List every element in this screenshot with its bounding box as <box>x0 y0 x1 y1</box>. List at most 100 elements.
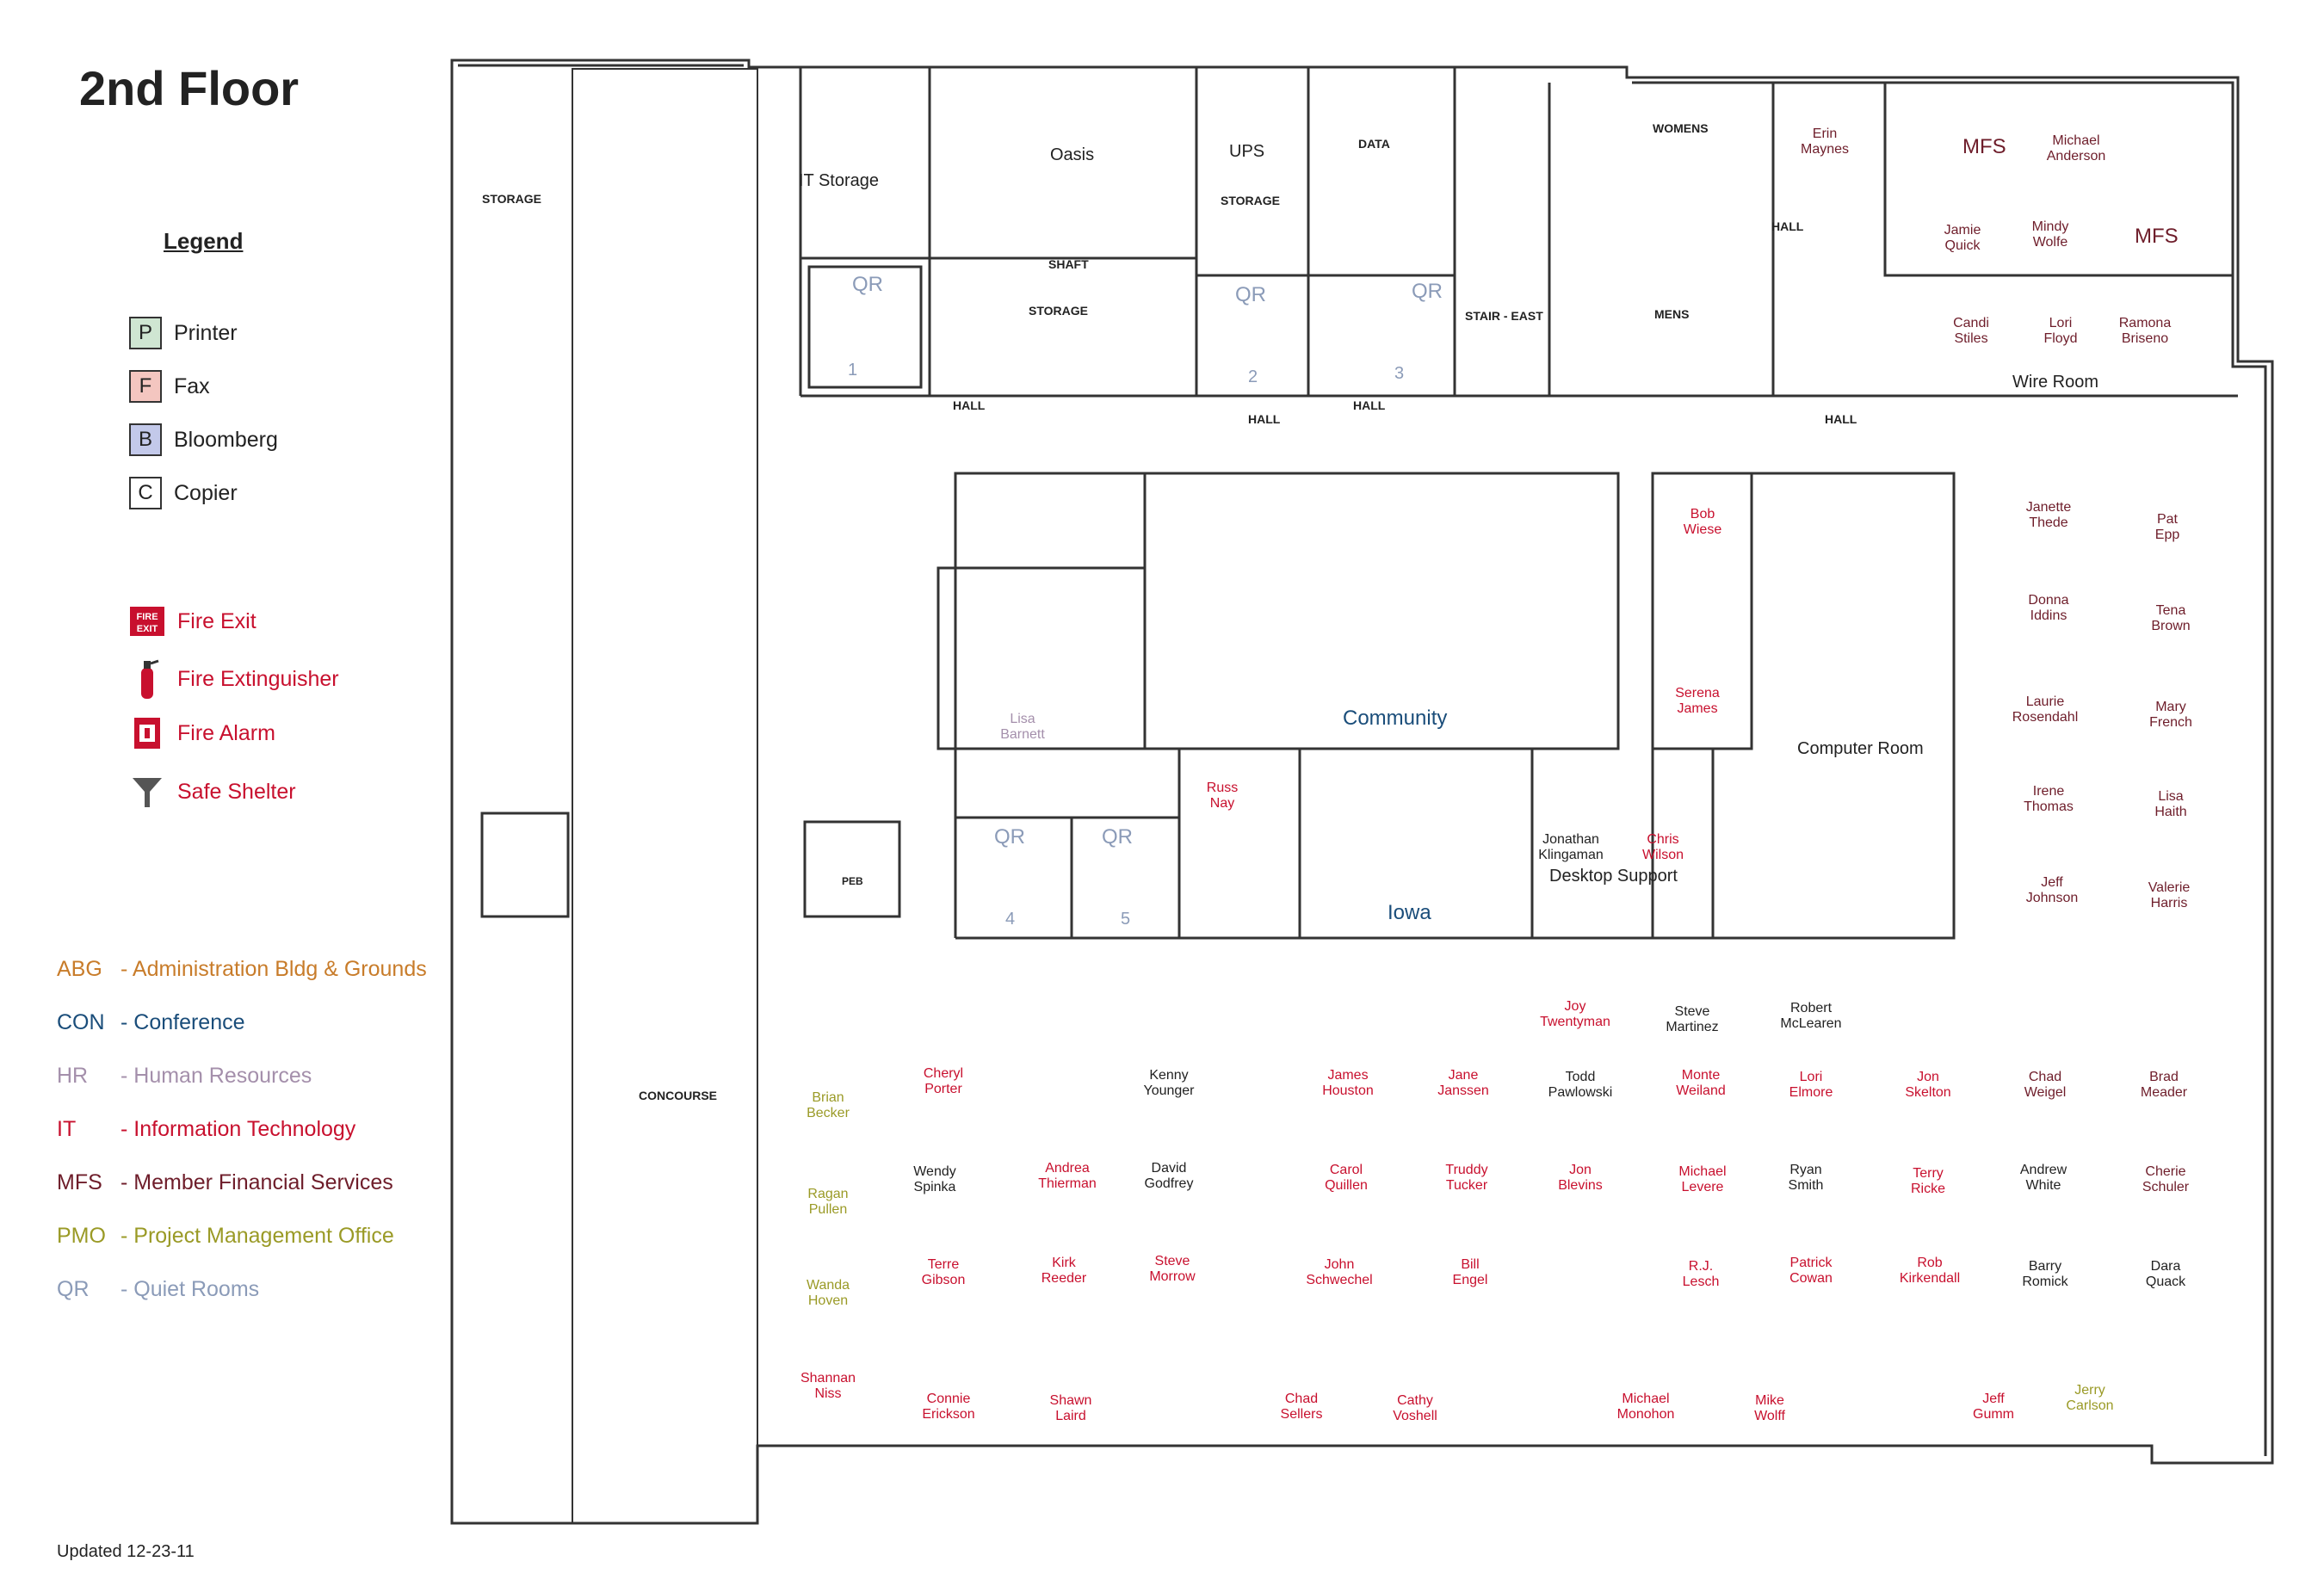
room-labels: STORAGE IT Storage Oasis UPS STORAGE DAT… <box>482 121 2179 1102</box>
dept-abbr: PMO <box>57 1224 106 1248</box>
legend-label: Printer <box>174 320 238 345</box>
legend-printer: P Printer <box>129 317 238 349</box>
legend-heading: Legend <box>164 228 244 254</box>
legend-dept-qr: QR - Quiet Rooms <box>57 1277 259 1302</box>
dept-label: - Member Financial Services <box>121 1170 393 1194</box>
legend-label: Fax <box>174 373 210 398</box>
room-hall-3: HALL <box>1353 398 1386 412</box>
page-title: 2nd Floor <box>79 61 300 115</box>
printer-icon: P <box>129 317 162 349</box>
fire-alarm-icon <box>134 718 160 749</box>
legend-dept-hr: HR- Human Resources <box>57 1064 312 1089</box>
room-shaft: SHAFT <box>1048 257 1089 271</box>
room-mens: MENS <box>1654 307 1689 321</box>
legend-label: Copier <box>174 480 238 505</box>
room-community: Community <box>1343 707 1447 730</box>
legend-safe-shelter: Safe Shelter <box>129 773 296 811</box>
dept-abbr: MFS <box>57 1170 102 1194</box>
svg-text:FIRE: FIRE <box>136 612 158 622</box>
legend-label: Fire Exit <box>177 608 257 633</box>
room-ups: UPS <box>1229 142 1264 161</box>
qr-label: QR <box>1235 283 1266 306</box>
fire-extinguisher-icon <box>141 659 159 699</box>
room-oasis: Oasis <box>1050 145 1094 164</box>
updated-date: Updated 12-23-11 <box>57 1542 195 1561</box>
dept-label: - Administration Bldg & Grounds <box>121 957 427 981</box>
qr-label: QR <box>852 273 883 296</box>
qr-number: 3 <box>1394 364 1404 383</box>
room-hall-1: HALL <box>953 398 986 412</box>
dept-label: - Quiet Rooms <box>121 1277 260 1301</box>
room-stair-east: STAIR - EAST <box>1465 309 1543 323</box>
room-mfs-2: MFS <box>2135 225 2179 248</box>
dept-label: - Information Technology <box>121 1117 356 1141</box>
room-wire-room: Wire Room <box>2012 373 2098 392</box>
legend-dept-abg: ABG - Administration Bldg & Grounds <box>57 957 427 982</box>
qr-label: QR <box>1412 280 1443 303</box>
legend-fire-extinguisher: Fire Extinguisher <box>129 657 339 701</box>
room-hall-5: HALL <box>1825 412 1857 426</box>
dept-label: - Conference <box>121 1010 245 1034</box>
quiet-rooms: QR 1 QR 2 QR 3 QR 4 QR 5 <box>848 273 1443 929</box>
walls <box>450 59 2274 1525</box>
legend-label: Safe Shelter <box>177 779 296 804</box>
legend-label: Fire Extinguisher <box>177 666 339 691</box>
dept-abbr: ABG <box>57 957 102 981</box>
bloomberg-icon: B <box>129 423 162 456</box>
legend-dept-pmo: PMO- Project Management Office <box>57 1224 394 1249</box>
person-label: R.J.Lesch <box>1683 1259 1720 1289</box>
dept-abbr: QR <box>57 1277 90 1301</box>
qr-label: QR <box>994 825 1025 849</box>
